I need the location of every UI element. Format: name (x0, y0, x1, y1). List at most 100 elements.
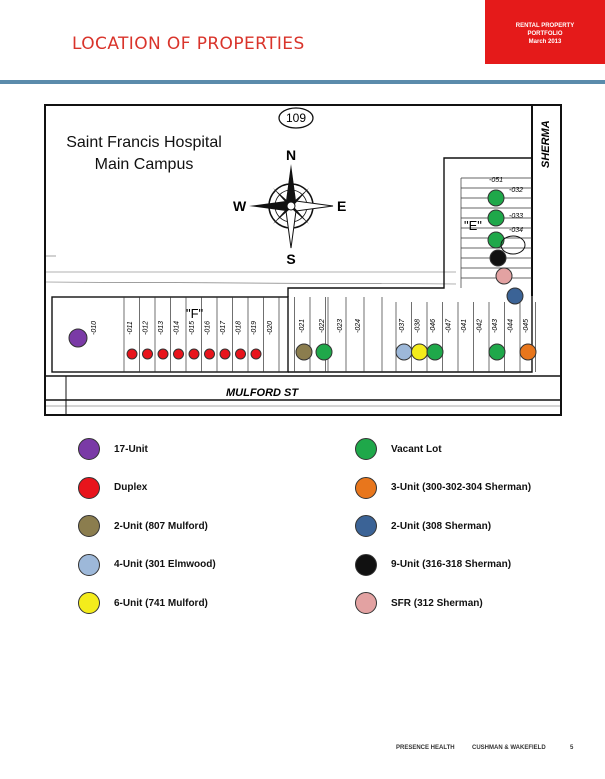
lot-number-label: -020 (267, 321, 274, 335)
compass-south: S (286, 251, 295, 267)
lot-number-label: -014 (174, 321, 181, 335)
lot-number-label: -047 (446, 318, 453, 333)
lot-number-label: -016 (205, 321, 212, 335)
property-marker[interactable] (395, 343, 413, 361)
property-marker[interactable] (295, 343, 313, 361)
property-marker[interactable] (204, 348, 215, 360)
legend-swatch (78, 553, 100, 576)
property-map[interactable]: 109 SHERMA -010 -011 -012 -013 -014 -015 -016 -… (44, 104, 562, 416)
legend-item: 4-Unit (301 Elmwood) (78, 552, 216, 578)
street-label-mulford: MULFORD ST (226, 387, 299, 399)
lot-number-label: -034 (509, 227, 523, 234)
legend-item: 2-Unit (308 Sherman) (355, 513, 491, 539)
lot-number-label: -041 (461, 319, 468, 333)
lot-number-label: -013 (158, 321, 165, 335)
compass-west: W (233, 198, 247, 214)
lot-number-label: -011 (127, 321, 134, 335)
property-marker[interactable] (173, 348, 184, 360)
property-marker[interactable] (126, 348, 138, 360)
property-marker[interactable] (142, 348, 153, 360)
lot-number-label: -032 (509, 187, 523, 194)
route-label: 109 (286, 111, 306, 125)
legend-swatch (355, 476, 377, 499)
lot-number-label: -019 (251, 321, 258, 335)
legend-item: Vacant Lot (355, 436, 442, 462)
legend-item: 17-Unit (78, 436, 148, 462)
legend-swatch (355, 438, 377, 460)
campus-label-line: Main Campus (94, 156, 194, 173)
block-label-f: "F" (186, 306, 204, 321)
lot-number-label: -051 (489, 177, 503, 184)
property-marker[interactable] (68, 328, 88, 348)
lot-number-label: -037 (399, 318, 406, 333)
lot-number-label: -033 (509, 213, 523, 220)
lot-number-label: -012 (143, 321, 150, 335)
property-marker[interactable] (487, 231, 505, 249)
property-marker[interactable] (250, 348, 262, 360)
footer-org-presence: PRESENCE HEALTH (396, 745, 455, 751)
legend-swatch (355, 592, 377, 614)
map-drawing: 109 SHERMA -010 -011 -012 -013 -014 -015 -016 -… (46, 106, 560, 414)
property-marker[interactable] (495, 267, 513, 285)
footer-page-number: 5 (570, 745, 574, 751)
lot-number-label: -045 (523, 319, 530, 333)
lot-number-label: -024 (355, 319, 362, 333)
legend-item: 2-Unit (807 Mulford) (78, 513, 208, 539)
property-marker[interactable] (235, 348, 246, 360)
tag-line: March 2013 (528, 39, 562, 45)
property-marker[interactable] (488, 343, 506, 361)
legend-swatch (78, 515, 100, 537)
property-marker[interactable] (411, 343, 428, 361)
property-marker[interactable] (487, 209, 505, 227)
property-marker[interactable] (426, 343, 444, 361)
street-label-sherman: SHERMA (540, 120, 552, 168)
lot-number-label: -010 (91, 321, 98, 335)
property-marker[interactable] (219, 348, 231, 360)
campus-label: Saint Francis Hospital Main Campus (54, 132, 234, 176)
legend-item: 6-Unit (741 Mulford) (78, 590, 208, 616)
legend-item: Duplex (78, 475, 147, 501)
property-marker[interactable] (188, 348, 200, 360)
footer-org-cushman: CUSHMAN & WAKEFIELD (472, 745, 546, 751)
legend-label: SFR (312 Sherman) (391, 597, 483, 609)
legend-label: Duplex (114, 482, 148, 493)
legend-swatch (355, 515, 377, 537)
lot-number-label: -018 (236, 321, 243, 335)
page-title: LOCATION OF PROPERTIES (72, 34, 305, 54)
property-marker[interactable] (489, 249, 507, 267)
legend-label: 17-Unit (114, 443, 148, 455)
property-marker[interactable] (519, 343, 537, 361)
lot-number-label: -022 (319, 319, 326, 333)
property-marker[interactable] (487, 189, 505, 207)
legend-swatch (355, 553, 377, 576)
lot-number-label: -023 (337, 319, 344, 333)
compass-north: N (286, 147, 296, 163)
legend-label: 3-Unit (300-302-304 Sherman) (391, 482, 532, 493)
legend-item: SFR (312 Sherman) (355, 590, 483, 616)
lot-number-label: -042 (477, 319, 484, 333)
legend-label: Vacant Lot (391, 443, 442, 455)
legend-swatch (78, 476, 100, 499)
lot-number-label: -015 (189, 321, 196, 335)
legend-item: 9-Unit (316-318 Sherman) (355, 552, 511, 578)
legend-label: 2-Unit (807 Mulford) (114, 520, 208, 532)
lot-number-label: -044 (508, 319, 515, 333)
compass-rose-icon: N S E W (233, 147, 346, 267)
tag-line: RENTAL PROPERTY (515, 23, 575, 29)
property-marker[interactable] (315, 343, 333, 361)
lot-number-label: -043 (492, 319, 499, 333)
legend-label: 6-Unit (741 Mulford) (114, 597, 208, 609)
campus-label-line: Saint Francis Hospital (66, 134, 222, 151)
property-marker[interactable] (157, 348, 169, 360)
legend-label: 9-Unit (316-318 Sherman) (391, 559, 512, 570)
legend-label: 4-Unit (301 Elmwood) (114, 559, 216, 570)
lot-number-label: -017 (220, 320, 227, 335)
block-label-e: "E" (464, 218, 482, 233)
legend-label: 2-Unit (308 Sherman) (391, 520, 492, 532)
legend-item: 3-Unit (300-302-304 Sherman) (355, 475, 531, 501)
portfolio-tag: RENTAL PROPERTY PORTFOLIO March 2013 (485, 0, 605, 64)
property-marker[interactable] (506, 287, 524, 305)
tag-line: PORTFOLIO (527, 31, 563, 37)
lot-number-label: -038 (415, 319, 422, 333)
lot-number-label: -021 (299, 319, 306, 333)
